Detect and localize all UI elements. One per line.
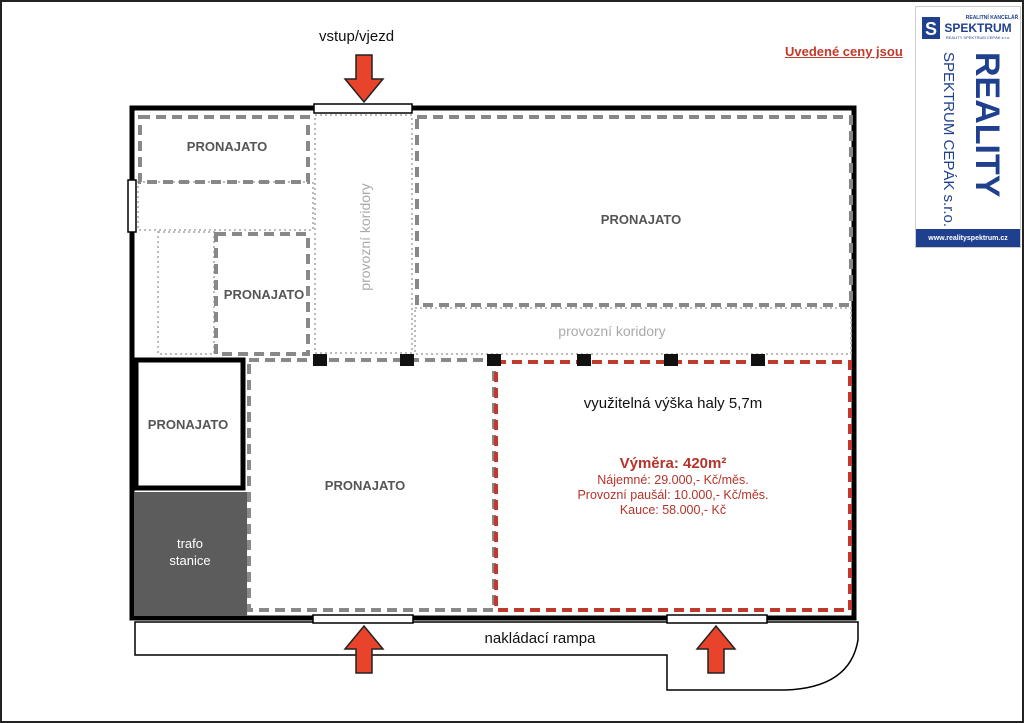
room-mid-left-label: PRONAJATO [224, 287, 304, 302]
room-top-left-outline [138, 115, 310, 184]
ramp-arrow-icon-2 [695, 624, 737, 674]
logo-s-mark-icon [922, 17, 940, 39]
logo-top-text: REALITNÍ KANCELÁŘ [966, 13, 1019, 21]
logo-brand-sub: REALITY SPEKTRUM CEPÁK s.r.o. [946, 35, 1010, 40]
offer-deposit: Kauce: 58.000,- Kč [620, 503, 726, 517]
svg-text:S: S [925, 19, 937, 39]
room-left-box-label: PRONAJATO [148, 417, 228, 432]
gate-bottom-1 [312, 614, 414, 624]
logo-graphic: REALITNÍ KANCELÁŘ S SPEKTRUM REALITY SPE… [922, 13, 1019, 227]
prices-note-link[interactable]: Uvedené ceny jsou [785, 44, 903, 59]
side-gate-left [127, 179, 137, 233]
entrance-arrow-icon [343, 54, 385, 104]
corridor-vertical-label: provozní koridory [357, 183, 373, 290]
ramp-label: nakládací rampa [485, 630, 597, 647]
loading-ramp [134, 621, 859, 691]
room-mid-left-outline [214, 232, 310, 356]
corridor-horizontal-label: provozní koridory [558, 323, 665, 339]
trafo-label-2: stanice [169, 553, 210, 568]
room-top-left-label: PRONAJATO [187, 139, 267, 154]
height-note: využitelná výška haly 5,7m [584, 395, 762, 412]
company-logo: REALITNÍ KANCELÁŘ S SPEKTRUM REALITY SPE… [915, 6, 1021, 248]
room-top-right-label: PRONAJATO [601, 212, 681, 227]
trafo-label-1: trafo [177, 536, 203, 551]
ramp-arrow-icon-1 [343, 624, 385, 674]
logo-company: SPEKTRUM CEPÁK s.r.o. [940, 52, 957, 227]
room-left-box-outline [133, 357, 246, 491]
room-center-label: PRONAJATO [325, 478, 405, 493]
entrance-gate-top [313, 103, 413, 114]
trafo-station-block [134, 492, 247, 616]
entrance-label: vstup/vjezd [319, 28, 395, 45]
gate-bottom-2 [666, 614, 768, 624]
offer-rent: Nájemné: 29.000,- Kč/měs. [597, 473, 748, 487]
offer-service-fee: Provozní paušál: 10.000,- Kč/měs. [577, 488, 768, 502]
logo-big-word: REALITY [968, 52, 1006, 198]
logo-brand: SPEKTRUM [944, 21, 1011, 35]
building-outline [129, 105, 857, 621]
logo-url[interactable]: www.realityspektrum.cz [916, 229, 1020, 247]
room-top-right-outline [415, 115, 853, 307]
offer-area: Výměra: 420m² [620, 455, 727, 472]
